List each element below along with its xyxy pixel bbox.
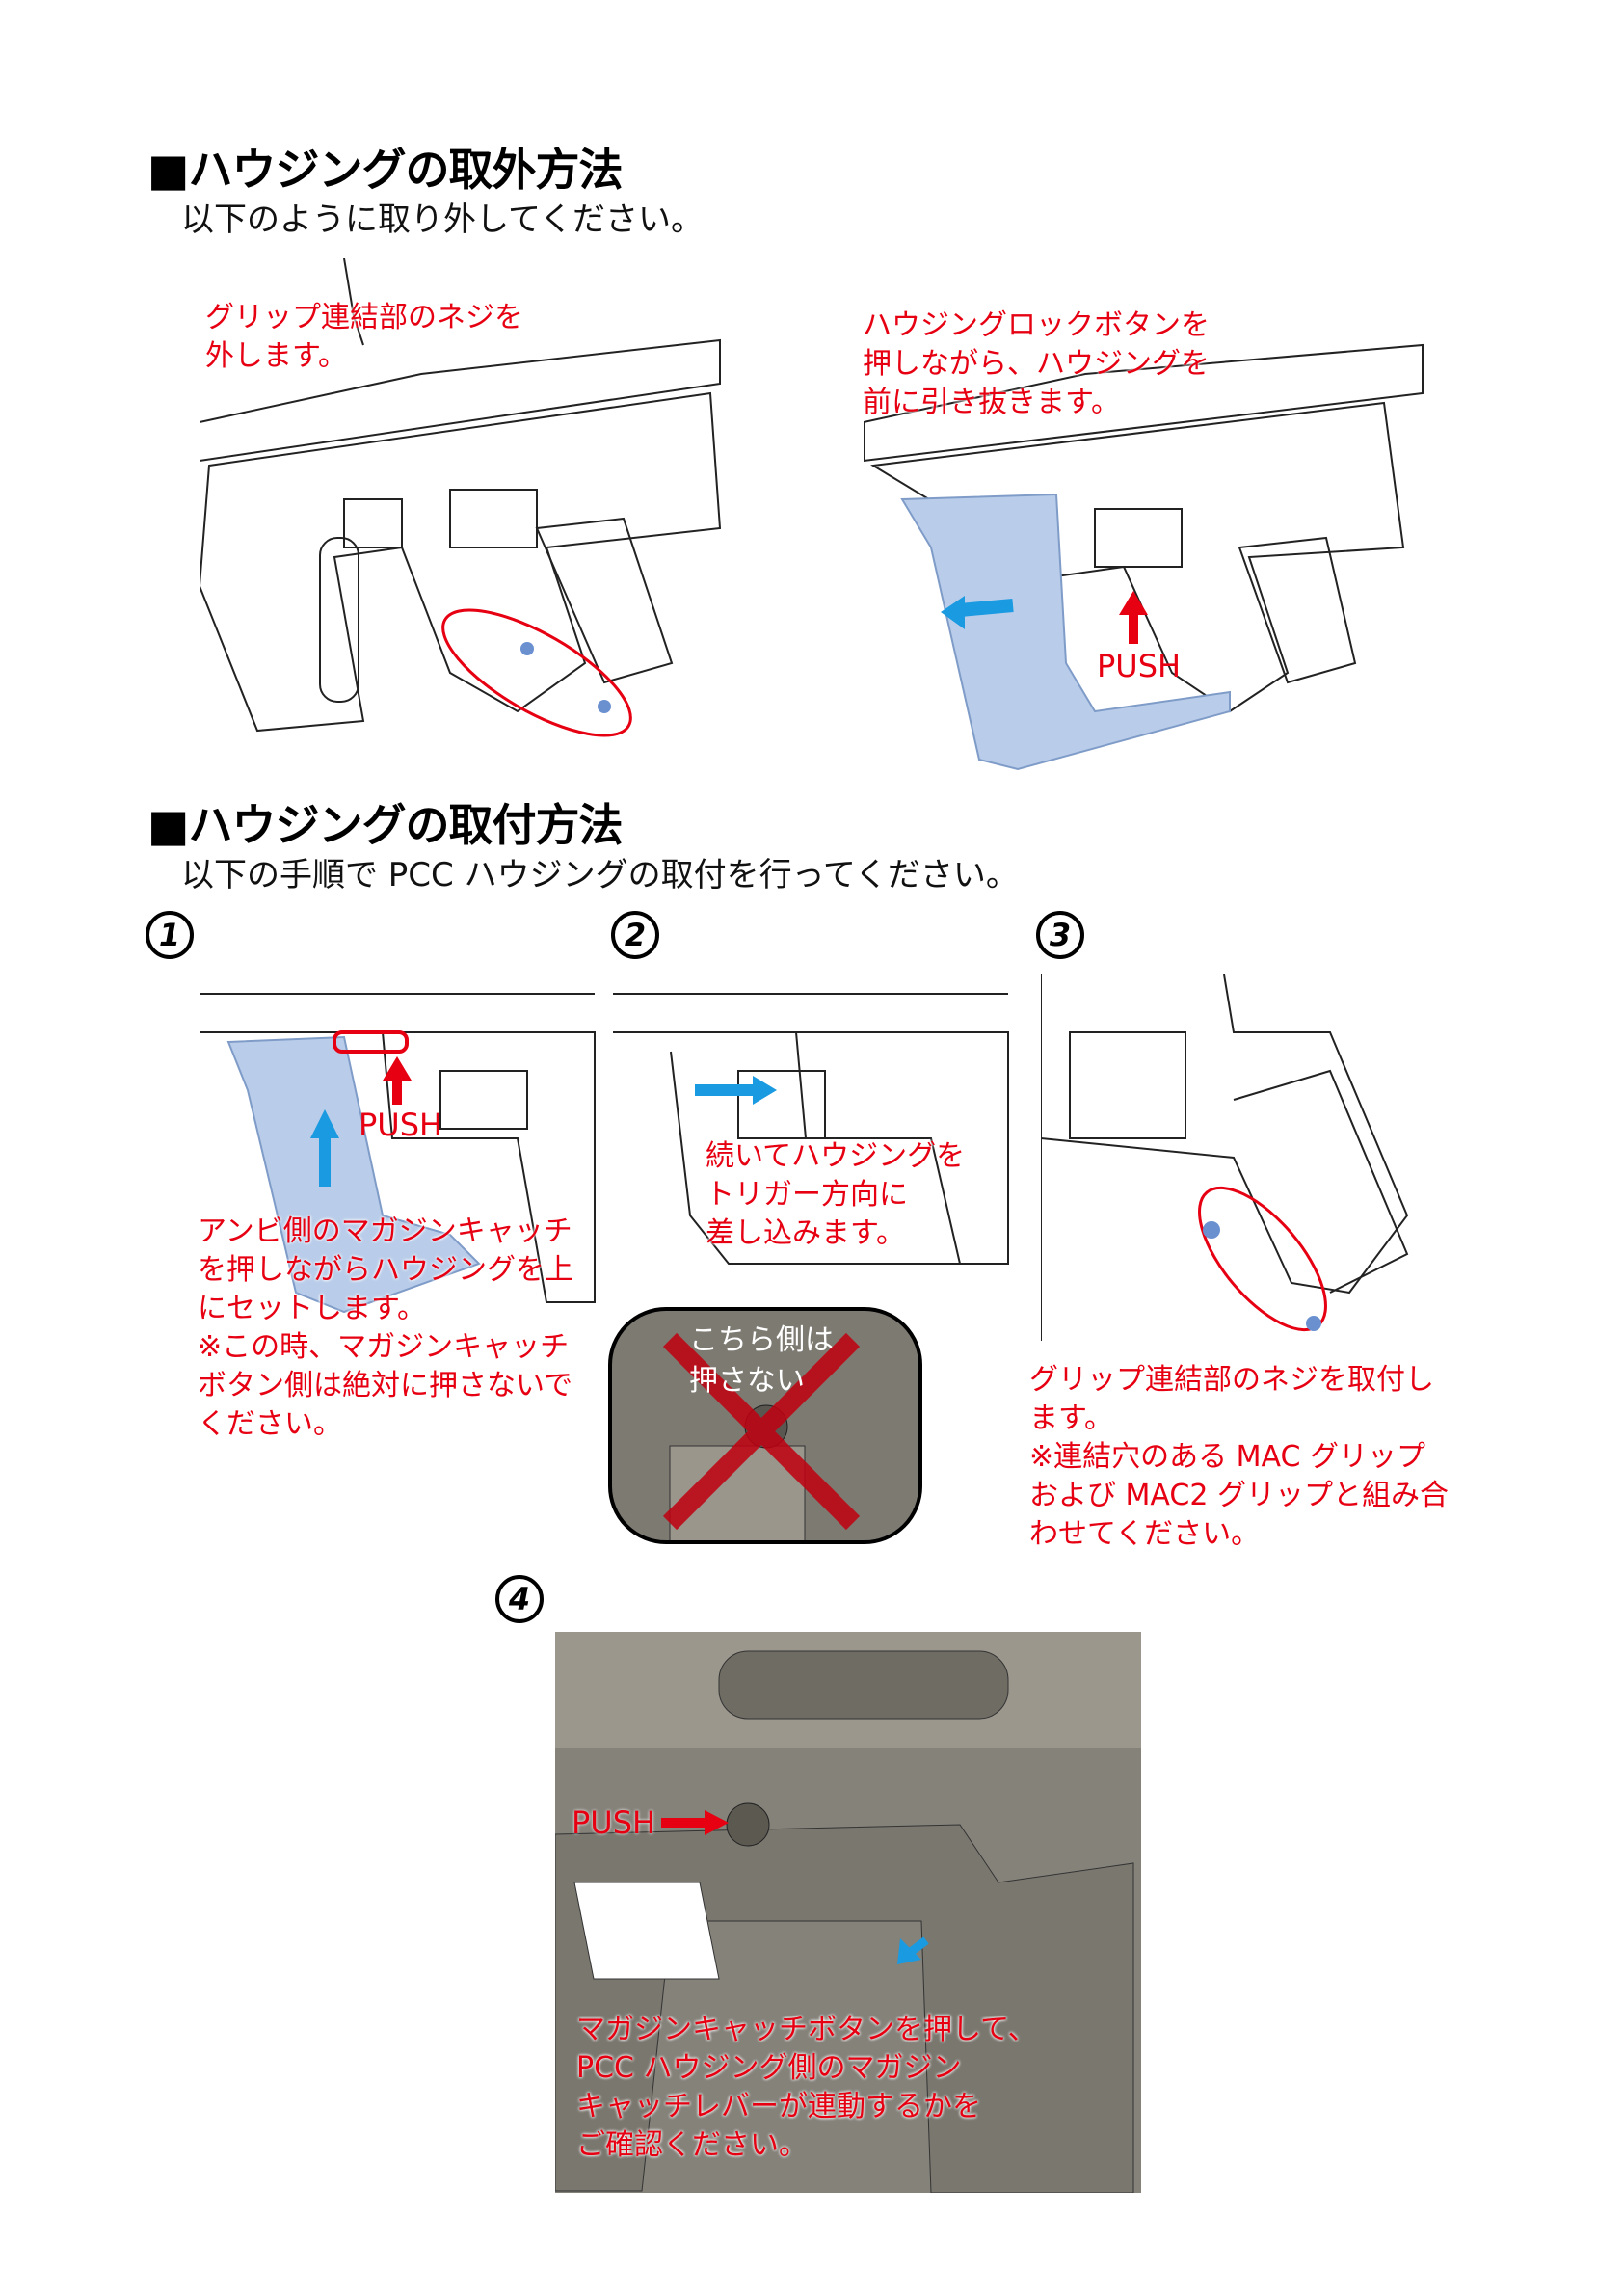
step4-push-label: PUSH <box>572 1804 656 1841</box>
pull-arrow <box>959 599 1014 617</box>
step2-note: 続いてハウジングを トリガー方向に 差し込みます。 <box>706 1139 966 1250</box>
step-number-2: 2 <box>611 911 659 959</box>
pcc-housing <box>226 1035 481 1314</box>
removal-subtitle: 以下のように取り外してください。 <box>181 200 704 239</box>
push-label: PUSH <box>1097 648 1182 684</box>
removal-heading: ■ハウジングの取外方法 <box>147 144 623 196</box>
step1-note: アンビ側のマガジンキャッチ を押しながらハウジングを上 にセットします。 ※この… <box>198 1215 573 1441</box>
housing-removal-illustration <box>864 343 1424 771</box>
step1-push-label: PUSH <box>359 1107 443 1143</box>
step-number-1: 1 <box>146 911 194 959</box>
highlight-ellipse <box>441 608 632 737</box>
push-arrow <box>1119 591 1148 615</box>
step4-note: マガジンキャッチボタンを押して、 PCC ハウジング側のマガジン キャッチレバー… <box>576 2013 1037 2162</box>
step4-render <box>555 1632 1141 2193</box>
removal-left-note: グリップ連結部のネジを 外します。 <box>205 301 523 373</box>
step2-illustration <box>613 993 1009 1265</box>
rifle-lower-illustration <box>200 258 722 737</box>
step-number-3: 3 <box>1036 911 1084 959</box>
inset-note: こちら側は 押さない <box>689 1323 834 1398</box>
step1-illustration <box>200 993 596 1314</box>
install-heading: ■ハウジングの取付方法 <box>147 799 623 851</box>
pcc-housing <box>900 493 1231 771</box>
do-not-push-inset: こちら側は 押さない <box>608 1307 922 1544</box>
step3-note: グリップ連結部のネジを取付し ます。 ※連結穴のある MAC グリップ および … <box>1029 1363 1449 1551</box>
install-subtitle: 以下の手順で PCC ハウジングの取付を行ってください。 <box>181 856 1019 894</box>
step3-illustration <box>1041 974 1409 1341</box>
step-number-4: 4 <box>495 1575 544 1623</box>
removal-right-note: ハウジングロックボタンを 押しながら、ハウジングを 前に引き抜きます。 <box>863 308 1210 419</box>
cross-mark-icon <box>662 1332 861 1540</box>
